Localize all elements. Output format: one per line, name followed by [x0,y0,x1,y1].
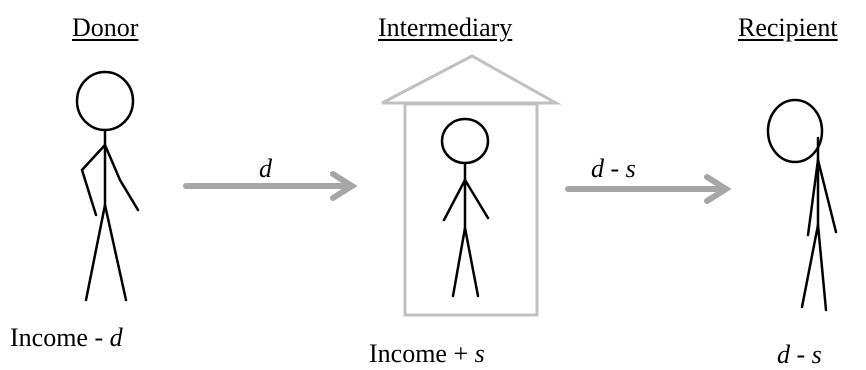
donor-figure [75,70,140,302]
donor-left-leg [84,203,107,302]
donor-caption-var: d [109,323,123,352]
intermediary-house [381,54,562,317]
recipient-caption-op: - [790,340,812,369]
house-walls [403,102,539,317]
intermediary-caption-var: s [474,339,485,368]
arrow-donor-to-intermediary [183,171,358,201]
var-s: s [625,154,636,183]
donor-caption: Income - d [10,325,123,351]
recipient-caption: d - s [777,342,822,368]
intermediary-caption: Income + s [369,341,485,367]
recipient-right-leg [816,223,828,312]
recipient-figure [766,98,838,312]
donor-right-arm [103,143,140,212]
arrow-intermediary-to-recipient [565,174,732,204]
donor-left-arm [80,143,107,217]
recipient-left-arm [806,158,820,237]
arrow-label-net-transfer: d - s [591,156,636,182]
recipient-head [766,98,824,164]
house-roof [381,54,562,105]
intermediary-heading: Intermediary [378,13,513,42]
var-d: d [591,154,604,183]
minus-operator: - [604,154,626,183]
recipient-right-arm [816,158,838,234]
donor-head [75,70,135,132]
recipient-caption-var1: d [777,340,790,369]
arrow-label-donation: d [259,154,272,183]
intermediary-left-leg [451,226,467,298]
donor-right-leg [103,203,128,302]
intermediary-right-arm [463,178,490,220]
recipient-left-leg [800,223,820,309]
intermediary-right-leg [463,226,480,298]
recipient-heading: Recipient [738,13,838,42]
recipient-caption-var2: s [811,340,822,369]
intermediary-head [440,117,490,165]
intermediary-figure [440,117,490,298]
intermediary-left-arm [442,178,467,222]
donor-heading: Donor [72,13,139,42]
intermediary-caption-prefix: Income + [369,339,475,368]
donor-caption-prefix: Income - [10,323,110,352]
